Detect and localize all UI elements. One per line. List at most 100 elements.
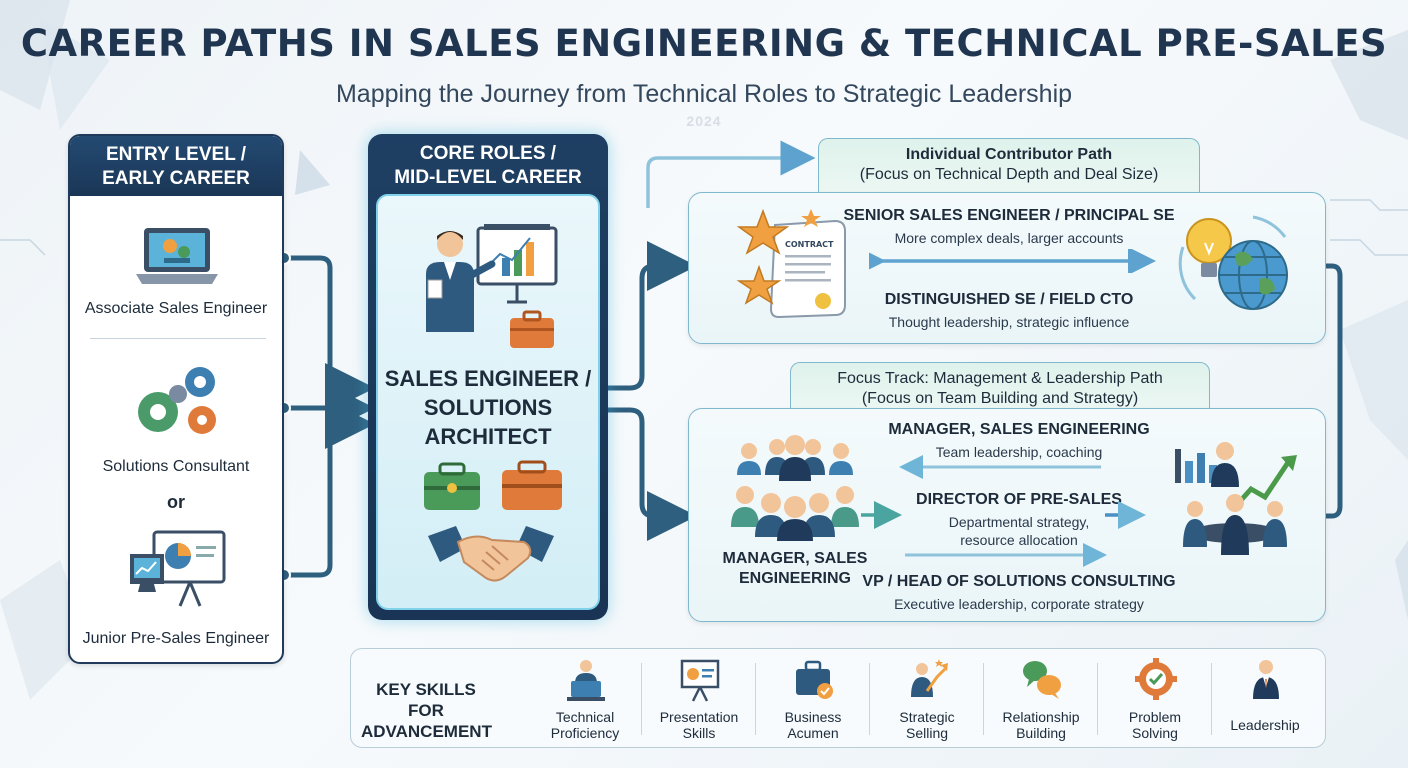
entry-level-panel: ENTRY LEVEL / EARLY CAREER Associate Sal… xyxy=(68,134,284,664)
skill-label-line1: Relationship xyxy=(1002,709,1080,725)
role-associate-sales-engineer: Associate Sales Engineer xyxy=(84,300,268,317)
contract-stars-icon: CONTRACT xyxy=(736,208,846,319)
skill-label-line2: Acumen xyxy=(787,725,839,741)
core-role-title: SALES ENGINEER / SOLUTIONS ARCHITECT xyxy=(378,364,598,451)
leadership-meeting-icon xyxy=(1175,442,1297,555)
presentation-board-icon xyxy=(680,659,720,702)
laptop-gears-icon xyxy=(136,228,218,284)
skill-problem-solving: Problem Solving xyxy=(1103,657,1207,743)
skill-label: Strategic Selling xyxy=(875,709,979,741)
key-skills-bar: KEY SKILLS FOR ADVANCEMENT Technical Pro… xyxy=(350,648,1326,748)
or-label: or xyxy=(167,492,185,512)
skill-separator xyxy=(869,663,870,735)
core-roles-panel: CORE ROLES / MID-LEVEL CAREER SALES ENGI… xyxy=(368,134,608,620)
entry-level-header: ENTRY LEVEL / EARLY CAREER xyxy=(70,136,282,196)
skill-label-line2: Proficiency xyxy=(550,725,620,741)
ic-role-distinguished-se-desc: Thought leadership, strategic influence xyxy=(888,314,1130,330)
mgmt-role-director: DIRECTOR OF PRE-SALES xyxy=(916,491,1122,508)
core-title-line1: SALES ENGINEER / xyxy=(384,366,592,391)
skill-strategic-selling: Strategic Selling xyxy=(875,657,979,743)
ic-role-senior-se-desc: More complex deals, larger accounts xyxy=(894,230,1124,246)
skill-label-line1: Problem xyxy=(1128,709,1182,725)
lightbulb-globe-icon xyxy=(1178,215,1288,310)
skill-label-line2: Skills xyxy=(682,725,716,741)
contract-label: CONTRACT xyxy=(785,240,834,249)
skill-label-line1: Technical xyxy=(555,709,615,725)
page-subtitle: Mapping the Journey from Technical Roles… xyxy=(335,80,1073,108)
skills-title-line2: FOR ADVANCEMENT xyxy=(361,701,492,741)
speech-bubbles-icon xyxy=(1023,661,1061,699)
role-junior-pre-sales-engineer: Junior Pre-Sales Engineer xyxy=(82,630,270,647)
briefcases-icon xyxy=(424,460,562,510)
ic-path-box: CONTRACT SENIOR SALES ENGINEER / PRINCIP… xyxy=(688,192,1326,344)
ic-tab-line1: Individual Contributor Path xyxy=(905,146,1113,163)
gears-icon xyxy=(138,367,216,434)
skill-label: Leadership xyxy=(1213,717,1317,733)
mgmt-role-manager-desc: Team leadership, coaching xyxy=(829,443,1209,461)
gear-check-icon xyxy=(1135,658,1177,700)
skill-relationship-building: Relationship Building xyxy=(989,657,1093,743)
presenter-icon xyxy=(426,224,558,348)
year-watermark: 2024 xyxy=(686,113,722,129)
entry-divider-1 xyxy=(90,338,266,339)
mgmt-flow-arrows xyxy=(861,455,1146,567)
handshake-icon xyxy=(428,526,554,582)
mgmt-role-vp: VP / HEAD OF SOLUTIONS CONSULTING xyxy=(862,573,1176,590)
mgmt-tab-line1: Focus Track: Management & Leadership Pat… xyxy=(837,370,1163,387)
entry-header-line1: ENTRY LEVEL / xyxy=(105,144,247,165)
core-header-line1: CORE ROLES / xyxy=(419,143,557,164)
mgmt-role-vp-desc: Executive leadership, corporate strategy xyxy=(829,595,1209,613)
core-title-line2: SOLUTIONS xyxy=(423,395,553,420)
team-group-icon xyxy=(731,435,859,541)
presentation-screen-icon xyxy=(130,530,226,607)
skill-technical-proficiency: Technical Proficiency xyxy=(533,657,637,743)
skills-title: KEY SKILLS FOR ADVANCEMENT xyxy=(361,679,492,742)
role-solutions-consultant: Solutions Consultant xyxy=(102,458,250,475)
leader-icon xyxy=(1253,660,1279,699)
skill-label: Presentation Skills xyxy=(647,709,751,741)
skill-label-line1: Leadership xyxy=(1230,717,1300,733)
skill-label: Relationship Building xyxy=(989,709,1093,741)
mgmt-role-director-desc-line1: Departmental strategy, xyxy=(948,514,1090,530)
skill-label-line2: Building xyxy=(1016,725,1066,741)
laptop-person-icon xyxy=(567,660,605,701)
briefcase-check-icon xyxy=(796,660,833,699)
skills-title-line1: KEY SKILLS xyxy=(376,680,476,699)
skill-leadership: Leadership xyxy=(1213,657,1317,743)
page-title: CAREER PATHS IN SALES ENGINEERING & TECH… xyxy=(20,22,1388,65)
ic-role-senior-se: SENIOR SALES ENGINEER / PRINCIPAL SE xyxy=(843,207,1175,224)
mgmt-path-box: MANAGER, SALES ENGINEERING MANAGER, SALE… xyxy=(688,408,1326,622)
skill-label-line2: Solving xyxy=(1132,725,1178,741)
mgmt-role-vp-desc-line1: Executive leadership, corporate strategy xyxy=(894,596,1144,612)
core-header-line2: MID-LEVEL CAREER xyxy=(394,167,582,188)
skill-presentation-skills: Presentation Skills xyxy=(647,657,751,743)
entry-header-line2: EARLY CAREER xyxy=(102,168,250,189)
mgmt-role-manager: MANAGER, SALES ENGINEERING xyxy=(888,421,1150,438)
mgmt-role-director-desc-line2: resource allocation xyxy=(960,532,1078,548)
skill-separator xyxy=(1211,663,1212,735)
skill-label-line1: Presentation xyxy=(659,709,739,725)
mgmt-tab-line2: (Focus on Team Building and Strategy) xyxy=(861,390,1139,407)
core-title-line3: ARCHITECT xyxy=(424,424,552,449)
skill-label: Problem Solving xyxy=(1103,709,1207,741)
skill-separator xyxy=(983,663,984,735)
skill-label: Technical Proficiency xyxy=(533,709,637,741)
ic-path-tab: Individual Contributor Path (Focus on Te… xyxy=(818,138,1200,194)
skill-separator xyxy=(641,663,642,735)
mgmt-team-label-line2: ENGINEERING xyxy=(738,570,851,587)
skill-label: Business Acumen xyxy=(761,709,865,741)
core-roles-header: CORE ROLES / MID-LEVEL CAREER xyxy=(368,142,608,190)
mgmt-team-label-line1: MANAGER, SALES xyxy=(722,550,868,567)
skill-separator xyxy=(755,663,756,735)
mgmt-role-director-desc: Departmental strategy, resource allocati… xyxy=(829,513,1209,549)
skill-label-line1: Business xyxy=(784,709,842,725)
core-roles-inner: SALES ENGINEER / SOLUTIONS ARCHITECT xyxy=(376,194,600,610)
ic-tab-line2: (Focus on Technical Depth and Deal Size) xyxy=(859,166,1159,183)
ic-double-arrow xyxy=(869,249,1156,273)
ic-role-distinguished-se: DISTINGUISHED SE / FIELD CTO xyxy=(884,291,1134,308)
mgmt-path-tab: Focus Track: Management & Leadership Pat… xyxy=(790,362,1210,410)
skill-label-line1: Strategic xyxy=(899,709,955,725)
skill-label-line2: Selling xyxy=(905,725,949,741)
